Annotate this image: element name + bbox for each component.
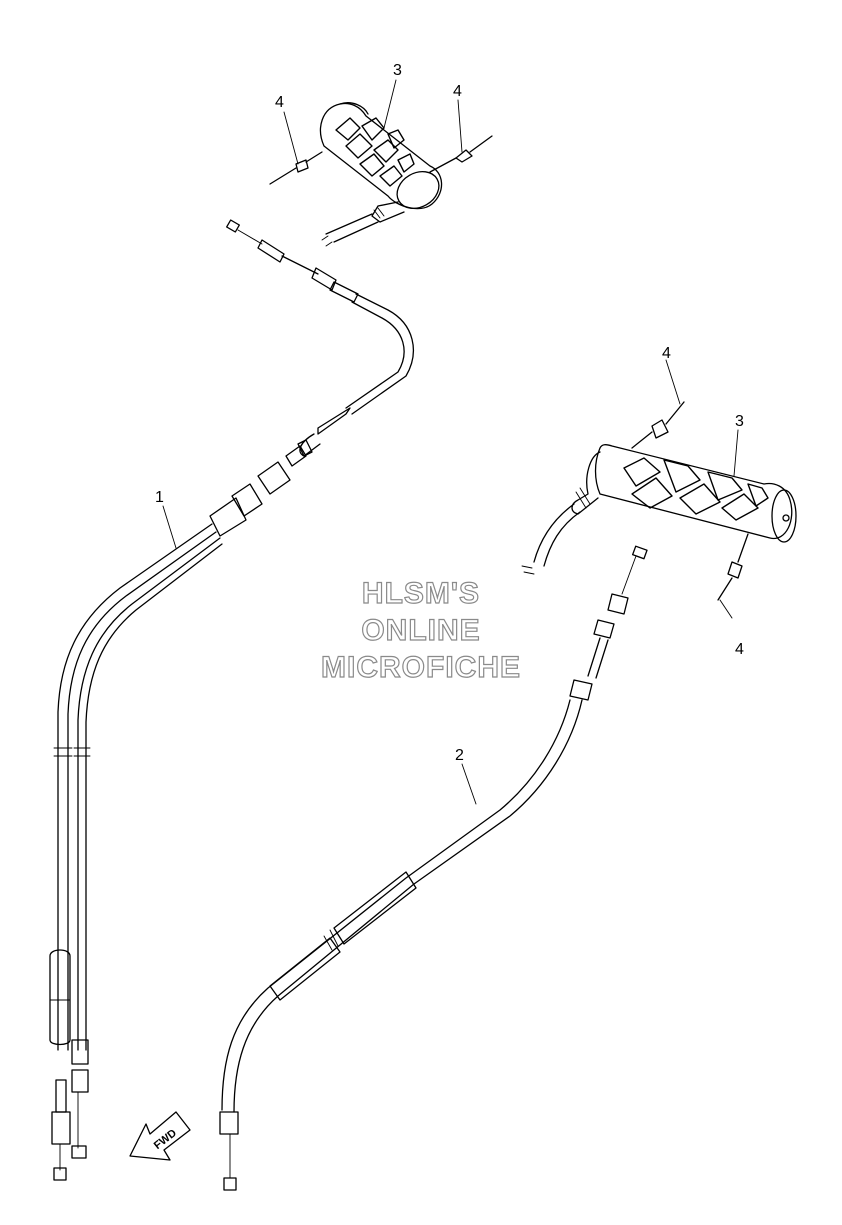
throttle-cable-2: [219, 545, 648, 1191]
callout-4-right-bottom: 4: [735, 641, 744, 658]
callout-2: 2: [455, 747, 464, 764]
callout-4-top-right: 4: [453, 83, 462, 100]
watermark-line-2: ONLINE: [361, 614, 480, 647]
forward-arrow-icon: [129, 1111, 191, 1161]
screw-right-top: [631, 401, 685, 449]
screw-upper-right: [429, 135, 493, 173]
throttle-grip-right: [521, 444, 797, 575]
callout-1: 1: [155, 489, 164, 506]
callout-4-top-left: 4: [275, 94, 284, 111]
watermark: HLSM'S ONLINE MICROFICHE: [320, 576, 521, 684]
throttle-grip-upper: [319, 102, 443, 247]
callout-4-right-top: 4: [662, 345, 671, 362]
screw-upper-left: [269, 151, 323, 185]
callout-3-top: 3: [393, 62, 402, 79]
callout-leaders: [162, 79, 739, 805]
watermark-line-1: HLSM'S: [362, 577, 480, 610]
throttle-cable-1: [49, 219, 414, 1181]
screw-right-bottom: [717, 533, 749, 601]
watermark-line-3: MICROFICHE: [321, 651, 521, 684]
fwd-direction-arrow: FWD: [129, 1111, 191, 1161]
callout-3-right: 3: [735, 413, 744, 430]
